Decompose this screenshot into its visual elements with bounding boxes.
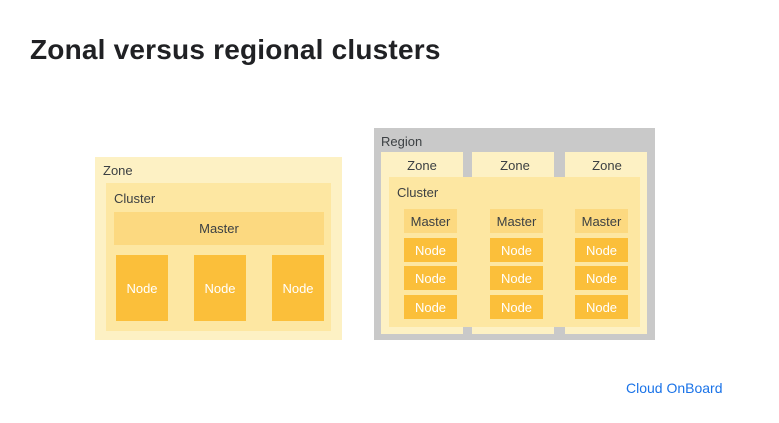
regional-node-box: Node (404, 238, 457, 262)
zonal-node-box: Node (272, 255, 324, 321)
regional-cluster-label: Cluster (397, 185, 439, 200)
zonal-master-label: Master (199, 221, 239, 236)
regional-node-label: Node (500, 299, 533, 315)
regional-zone-label: Zone (500, 158, 530, 173)
regional-zone-label: Zone (592, 158, 622, 173)
regional-master-box: Master (404, 209, 457, 233)
zonal-node-label: Node (282, 280, 314, 296)
regional-node-label: Node (414, 270, 447, 286)
regional-node-box: Node (575, 238, 628, 262)
zonal-node-label: Node (204, 280, 236, 296)
regional-node-label: Node (585, 270, 618, 286)
zonal-node-label: Node (126, 280, 158, 296)
regional-node-label: Node (500, 270, 533, 286)
region-label: Region (381, 134, 423, 149)
zonal-cluster-label: Cluster (114, 191, 156, 206)
regional-master-label: Master (496, 213, 537, 229)
regional-node-box: Node (490, 238, 543, 262)
regional-node-box: Node (404, 295, 457, 319)
zonal-zone-label: Zone (103, 163, 133, 178)
regional-node-box: Node (490, 266, 543, 290)
regional-node-label: Node (414, 242, 447, 258)
cloud-onboard-logo-text: Cloud OnBoard (626, 380, 723, 396)
zonal-node-box: Node (116, 255, 168, 321)
regional-node-label: Node (414, 299, 447, 315)
regional-master-label: Master (581, 213, 622, 229)
zonal-master-box: Master (114, 212, 324, 245)
zonal-node-box: Node (194, 255, 246, 321)
regional-master-label: Master (410, 213, 451, 229)
regional-node-box: Node (575, 266, 628, 290)
regional-node-label: Node (500, 242, 533, 258)
regional-node-box: Node (490, 295, 543, 319)
regional-master-box: Master (490, 209, 543, 233)
regional-node-box: Node (404, 266, 457, 290)
regional-node-label: Node (585, 242, 618, 258)
regional-master-box: Master (575, 209, 628, 233)
regional-node-box: Node (575, 295, 628, 319)
slide-title: Zonal versus regional clusters (30, 34, 441, 65)
regional-zone-label: Zone (407, 158, 437, 173)
regional-node-label: Node (585, 299, 618, 315)
